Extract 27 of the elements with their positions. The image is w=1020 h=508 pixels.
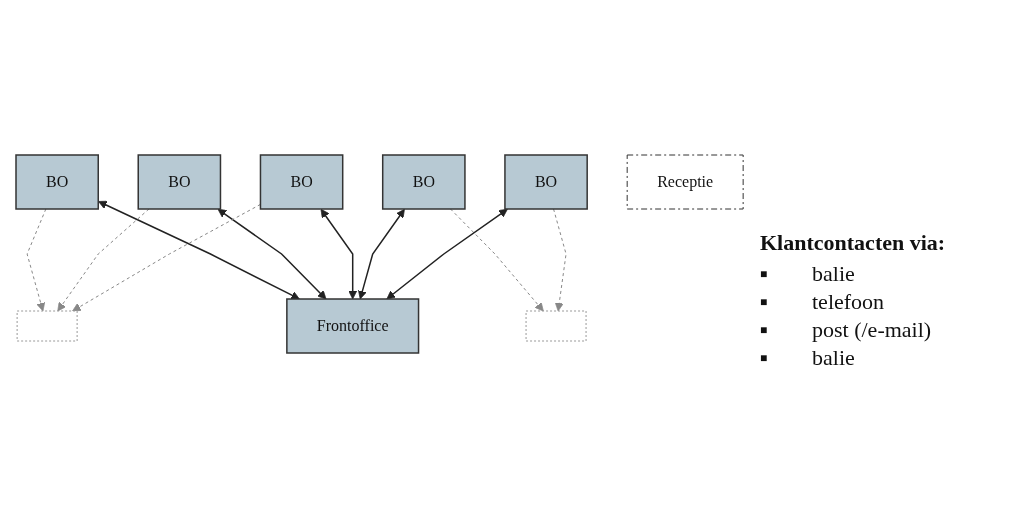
- arrow: [27, 208, 47, 312]
- node-box: Frontoffice: [286, 298, 420, 354]
- bullet: ■: [760, 266, 769, 283]
- bullet: ■: [760, 294, 769, 311]
- arrow: [553, 208, 567, 312]
- node-box: BO: [15, 154, 100, 210]
- bullet: ■: [760, 322, 769, 339]
- list-heading: Klantcontacten via:: [760, 230, 947, 256]
- node-box: BO: [260, 154, 344, 210]
- arrow: [358, 208, 406, 300]
- arrow: [57, 208, 150, 312]
- list-item: telefoon: [812, 288, 885, 316]
- arrow: [386, 208, 509, 300]
- arrow: [98, 200, 301, 300]
- node-box: BO: [504, 154, 589, 210]
- list-item: balie: [812, 260, 855, 288]
- node-box: [526, 310, 587, 342]
- arrow: [321, 208, 358, 300]
- arrow: [450, 208, 545, 312]
- list-item: post (/e-mail): [812, 316, 932, 344]
- node-box: Receptie: [627, 154, 745, 210]
- arrow: [218, 208, 327, 300]
- node-box: BO: [137, 154, 222, 210]
- node-box: BO: [382, 154, 467, 210]
- node-box: [17, 310, 79, 342]
- bullet: ■: [760, 350, 769, 367]
- list-item: balie: [812, 344, 855, 372]
